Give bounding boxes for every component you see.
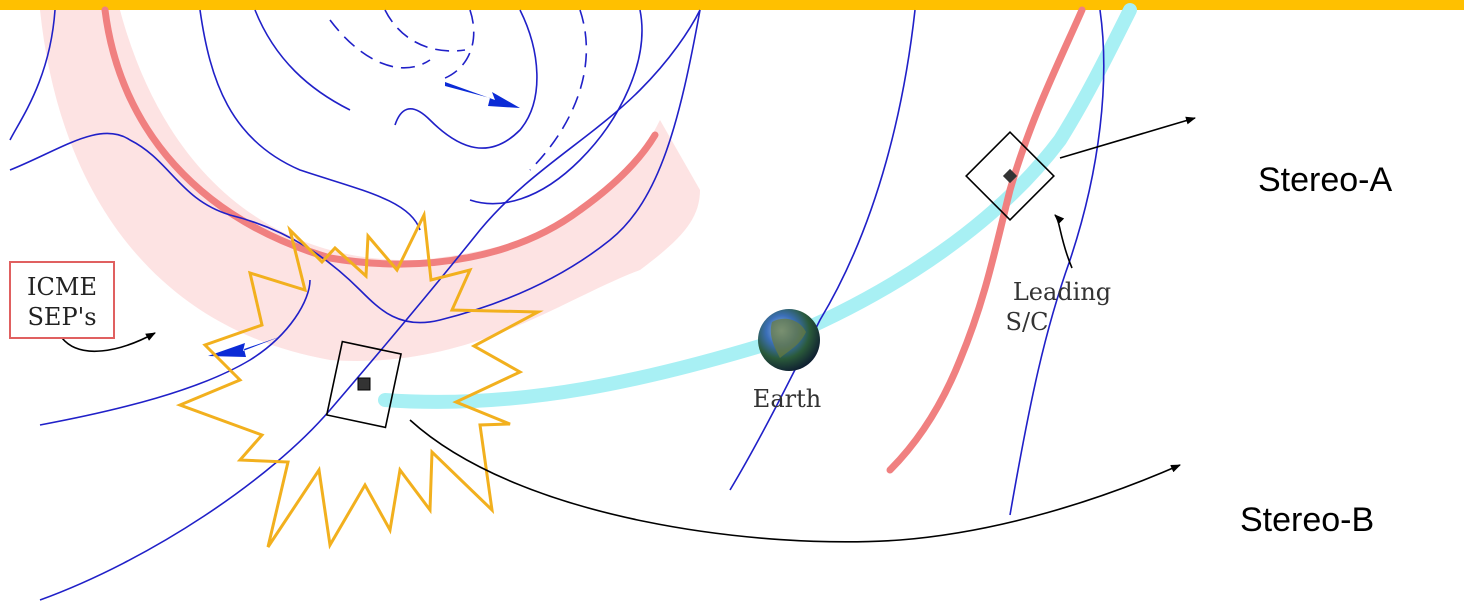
field-line [9, 9, 701, 324]
leading-sc-label: S/C [1006, 308, 1049, 336]
field-line [254, 9, 351, 111]
earth-label: Earth [753, 385, 821, 413]
field-line [329, 19, 431, 69]
leading-label-arrow [1054, 214, 1073, 269]
icme-label-box [9, 261, 115, 339]
earth-continent [770, 318, 806, 358]
flow-arrow [445, 82, 520, 108]
spacecraft-trajectory-arrows [61, 116, 1196, 543]
plasma-flow-arrows [208, 82, 520, 357]
field-line [394, 9, 538, 149]
diamond-spacecraft-icon [965, 131, 1055, 221]
field-line [1009, 9, 1105, 516]
starburst-icon [175, 209, 544, 550]
sep-label: SEP's [27, 303, 96, 331]
icme-label-arrow [61, 332, 156, 352]
field-line [529, 9, 588, 171]
field-line [39, 9, 701, 601]
stereo-b-label: Stereo-B [1240, 501, 1374, 539]
field-line [729, 9, 916, 491]
top-banner [0, 0, 1464, 10]
field-lines [9, 9, 1105, 601]
leading-label: Leading [1013, 278, 1111, 306]
flow-arrow [208, 336, 282, 357]
field-line [199, 9, 421, 231]
field-line [9, 9, 56, 141]
stereo-b-trajectory-arrow [409, 419, 1181, 543]
icme-label: ICME [27, 273, 97, 301]
outer-shock-front [886, 6, 1086, 474]
stereo-a-label: Stereo-A [1258, 161, 1392, 199]
earth-orbit-arc [378, 3, 1137, 409]
square-spacecraft-icon [325, 340, 402, 429]
field-line [469, 9, 643, 205]
field-line [384, 9, 466, 52]
stereo-a-direction-arrow [1059, 116, 1196, 159]
sep-region-band [40, 10, 700, 361]
field-line [39, 279, 311, 426]
field-line [439, 9, 475, 81]
